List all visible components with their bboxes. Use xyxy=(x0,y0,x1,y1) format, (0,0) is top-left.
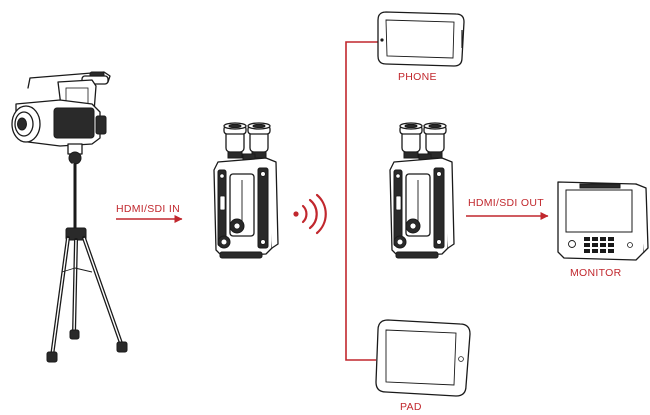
phone-label: PHONE xyxy=(398,71,437,83)
pad-label: PAD xyxy=(400,401,422,413)
input-connection: HDMI/SDI IN xyxy=(116,203,183,223)
transmitter-unit-icon xyxy=(213,122,279,259)
monitor-icon xyxy=(557,181,649,261)
output-connection: HDMI/SDI OUT xyxy=(466,197,549,220)
tablet-icon xyxy=(375,319,471,397)
receiver-bracket xyxy=(345,41,380,361)
smartphone-icon xyxy=(377,11,465,67)
tripod-icon xyxy=(46,143,128,363)
wireless-signal-icon xyxy=(293,193,327,235)
video-camera-icon xyxy=(11,71,111,147)
monitor-label: MONITOR xyxy=(570,267,622,279)
input-label: HDMI/SDI IN xyxy=(116,203,180,215)
receiver-unit-icon xyxy=(389,122,455,259)
output-label: HDMI/SDI OUT xyxy=(468,197,544,209)
